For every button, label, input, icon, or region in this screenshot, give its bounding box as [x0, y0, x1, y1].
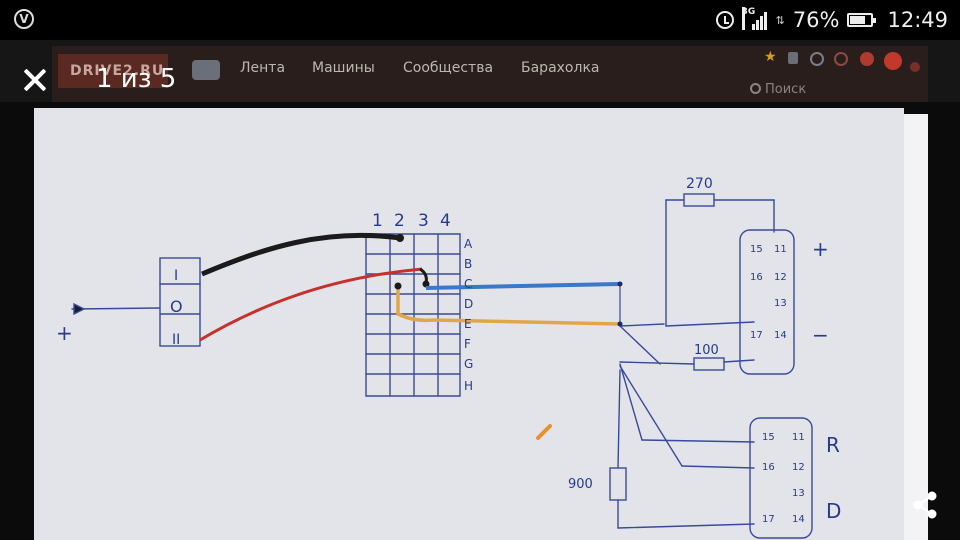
grid-row-d: D — [464, 297, 473, 311]
battery-icon — [847, 13, 877, 27]
grid-col-1: 1 — [372, 211, 383, 231]
nav-item-cars: Машины — [312, 60, 375, 76]
upper-minus-sign: − — [812, 323, 829, 347]
upper-plus-sign: + — [812, 237, 829, 261]
lock-icon — [788, 52, 798, 64]
grid-row-e: E — [464, 317, 472, 331]
connector-label-i: I — [174, 268, 178, 284]
grid-row-f: F — [464, 337, 471, 351]
lower-pin-16: 16 — [762, 462, 775, 473]
status-icons: 3G ⇅ 76% 12:49 — [715, 6, 948, 34]
grid-row-b: B — [464, 257, 472, 271]
upper-pin-11: 11 — [774, 244, 787, 255]
share-icon — [913, 491, 937, 519]
lower-pin-15: 15 — [762, 432, 775, 443]
network-type: 3G — [741, 7, 755, 30]
extension-icon — [860, 52, 874, 66]
menu-icon — [910, 62, 920, 72]
vk-notification-icon: V — [14, 9, 34, 29]
matrix-grid — [365, 233, 461, 397]
upper-pin-12: 12 — [774, 272, 787, 283]
lower-pin-17: 17 — [762, 514, 775, 525]
grid-col-4: 4 — [440, 211, 451, 231]
grid-col-3: 3 — [418, 211, 429, 231]
lower-pin-11: 11 — [792, 432, 805, 443]
resistor-100 — [693, 357, 725, 371]
connector-label-o: O — [170, 297, 183, 316]
photo-viewer[interactable]: DRIVE2.RU Лента Машины Сообщества Барахо… — [0, 40, 960, 540]
refresh-icon — [810, 52, 824, 66]
resistor-100-label: 100 — [694, 343, 719, 358]
red-wire — [199, 267, 423, 342]
car-icon — [192, 60, 220, 80]
blue-wire — [425, 282, 621, 290]
resistor-270-label: 270 — [686, 176, 713, 192]
search-icon — [750, 83, 761, 94]
signal-icon: 3G — [741, 7, 768, 30]
nav-item-market: Барахолка — [521, 60, 600, 76]
site-logo: DRIVE2.RU — [58, 54, 168, 88]
switch-connector — [159, 257, 201, 347]
input-sign: + — [56, 321, 73, 345]
orange-wire — [396, 286, 621, 326]
search-placeholder: Поиск — [765, 82, 807, 97]
lower-connector-block — [749, 417, 813, 539]
photographed-site-header: DRIVE2.RU Лента Машины Сообщества Барахо… — [52, 46, 928, 102]
paper-sheet: I O II + 1 2 3 4 A B C D E F G H 270 100… — [34, 108, 904, 540]
resistor-900 — [609, 467, 627, 501]
star-icon: ★ — [764, 49, 777, 65]
battery-percent: 76% — [792, 8, 840, 32]
alarm-icon — [715, 11, 734, 29]
photo-counter: 1 из 5 — [96, 64, 177, 94]
upper-pin-16: 16 — [750, 272, 763, 283]
resistor-900-label: 900 — [568, 477, 593, 492]
lower-label-r: R — [826, 433, 840, 457]
black-wire — [201, 232, 401, 277]
site-search: Поиск — [750, 82, 806, 97]
grid-row-c: C — [464, 277, 472, 291]
grid-row-h: H — [464, 379, 473, 393]
grid-col-2: 2 — [394, 211, 405, 231]
lower-pin-14: 14 — [792, 514, 805, 525]
lower-label-d: D — [826, 499, 841, 523]
grid-row-g: G — [464, 357, 473, 371]
info-icon — [834, 52, 848, 66]
nav-item-communities: Сообщества — [403, 60, 494, 76]
wiring-diagram: I O II + 1 2 3 4 A B C D E F G H 270 100… — [56, 176, 841, 539]
clock: 12:49 — [887, 8, 948, 32]
resistor-270 — [683, 193, 715, 207]
browser-toolbar-icons: ★ — [764, 49, 924, 74]
upper-pin-14: 14 — [774, 330, 787, 341]
paper-edge — [904, 114, 928, 540]
lower-pin-12: 12 — [792, 462, 805, 473]
upper-pin-15: 15 — [750, 244, 763, 255]
nav-item-feed: Лента — [240, 60, 286, 76]
upper-pin-13: 13 — [774, 298, 787, 309]
upper-pin-17: 17 — [750, 330, 763, 341]
input-wire — [71, 307, 161, 310]
battery-fill — [850, 16, 866, 24]
close-button[interactable] — [22, 67, 48, 93]
profile-icon — [884, 52, 902, 70]
share-button[interactable] — [908, 488, 942, 522]
grid-row-a: A — [464, 237, 473, 251]
data-arrows-icon: ⇅ — [775, 13, 785, 27]
connector-label-ii: II — [172, 332, 180, 348]
status-bar: V 3G ⇅ 76% 12:49 — [0, 0, 960, 40]
upper-connector-block — [739, 229, 795, 375]
lower-pin-13: 13 — [792, 488, 805, 499]
